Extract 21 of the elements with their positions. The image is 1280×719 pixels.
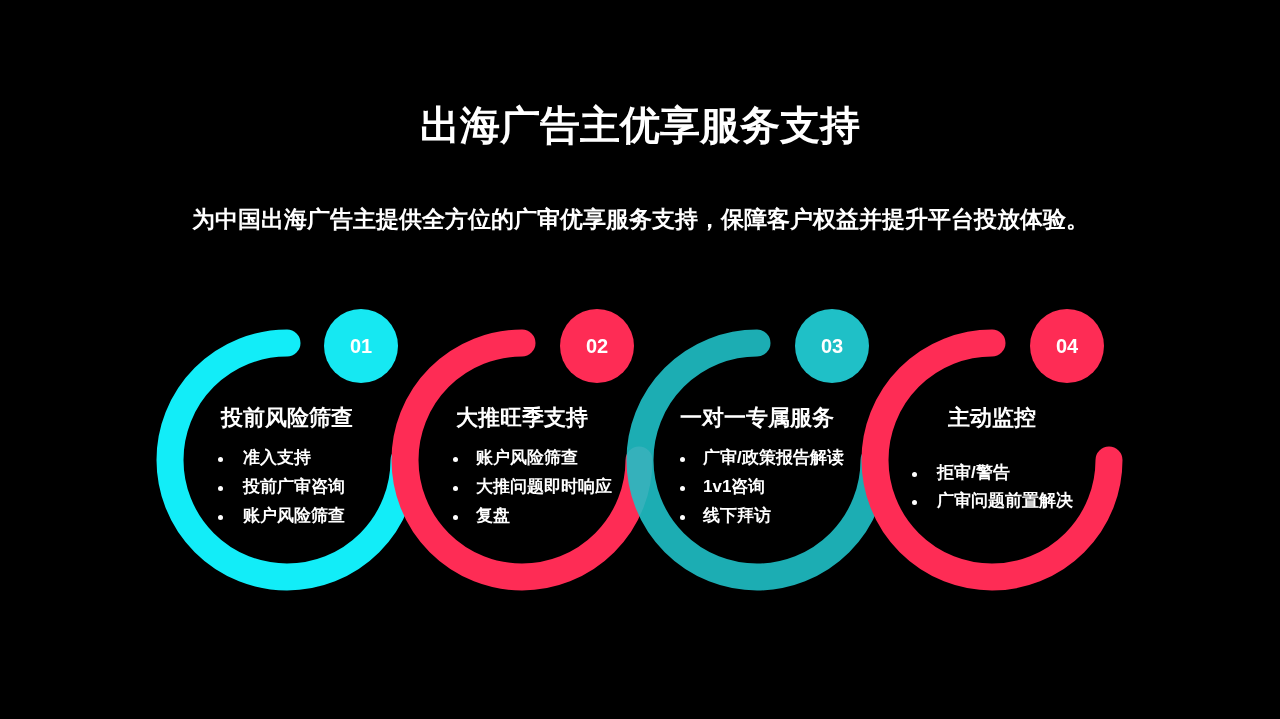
- list-item-text: 大推问题即时响应: [476, 477, 612, 498]
- number-badge: 02: [560, 309, 634, 383]
- list-item-text: 准入支持: [243, 448, 311, 469]
- item-heading: 大推旺季支持: [456, 405, 588, 431]
- list-item-text: 广审问题前置解决: [937, 491, 1073, 512]
- list-item-text: 账户风险筛查: [243, 506, 345, 527]
- list-item-text: 广审/政策报告解读: [703, 448, 844, 469]
- list-item-text: 复盘: [476, 506, 510, 527]
- item-heading: 主动监控: [948, 405, 1036, 431]
- list-item-text: 1v1咨询: [703, 477, 766, 498]
- list-item-text: 账户风险筛查: [476, 448, 578, 469]
- number-badge: 01: [324, 309, 398, 383]
- title: 出海广告主优享服务支持: [420, 102, 860, 148]
- list-item-text: 线下拜访: [703, 506, 771, 527]
- list-item-text: 投前广审咨询: [243, 477, 345, 498]
- item-heading: 一对一专属服务: [680, 405, 834, 431]
- number-badge: 04: [1030, 309, 1104, 383]
- number-badge: 03: [795, 309, 869, 383]
- subtitle: 为中国出海广告主提供全方位的广审优享服务支持，保障客户权益并提升平台投放体验。: [191, 206, 1089, 233]
- list-item-text: 拒审/警告: [937, 463, 1010, 484]
- item-heading: 投前风险筛查: [221, 405, 353, 431]
